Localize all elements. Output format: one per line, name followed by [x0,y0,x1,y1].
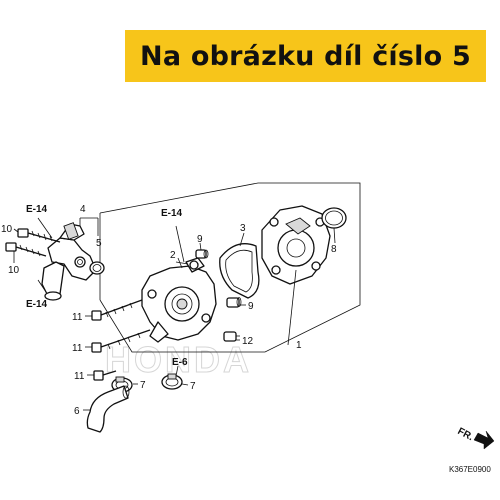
front-direction-label: FR. [456,426,476,443]
callout-9-upper: 9 [197,234,203,245]
part-1-pump-cover [261,205,331,285]
part-11-bolt-a [91,299,143,321]
assembly-outline [99,182,361,353]
part-2-water-pump-body [141,257,217,343]
callout-11-c: 11 [74,371,85,382]
callout-7-a: 7 [140,380,146,391]
callout-11-a: 11 [72,312,83,323]
front-direction-arrow: FR. [456,426,495,450]
part-3-gasket [219,243,260,299]
banner-text: Na obrázku díl číslo 5 [140,40,471,72]
ref-e14-bottom-left: E-14 [26,299,48,310]
leader-lines [13,217,336,411]
part-9-dowel-upper [195,249,209,259]
callout-7-b: 7 [190,381,196,392]
diagram-code: K367E0900 [449,465,491,474]
part-10-bolt-lower [5,242,47,257]
callout-8: 8 [331,244,337,255]
part-banner: Na obrázku díl číslo 5 [125,30,486,82]
part-5-o-ring [89,261,105,275]
part-9-dowel-lower [226,297,242,308]
callout-3: 3 [240,223,246,234]
ref-e14-center: E-14 [161,208,183,219]
part-12-bolt [223,331,240,342]
callout-11-b: 11 [72,343,83,354]
callout-1: 1 [296,340,302,351]
ref-e6: E-6 [172,357,188,368]
part-5-fitting [41,222,97,301]
callout-4: 4 [80,204,86,215]
ref-e14-top-left: E-14 [26,204,48,215]
part-6-hose [86,385,130,433]
part-11-bolt-b [91,329,151,353]
callout-10-upper: 10 [1,224,13,235]
callout-10-lower: 10 [8,265,20,276]
part-7-clamp-b [161,373,183,390]
callout-9-lower: 9 [248,301,254,312]
callout-12: 12 [242,336,254,347]
part-10-bolt-upper [17,228,61,243]
callout-5: 5 [96,238,102,249]
part-11-bolt-c [93,370,117,381]
honda-watermark: HONDA [105,339,252,380]
part-8-o-ring [321,207,347,229]
callout-2: 2 [170,250,176,261]
callout-6: 6 [74,406,80,417]
